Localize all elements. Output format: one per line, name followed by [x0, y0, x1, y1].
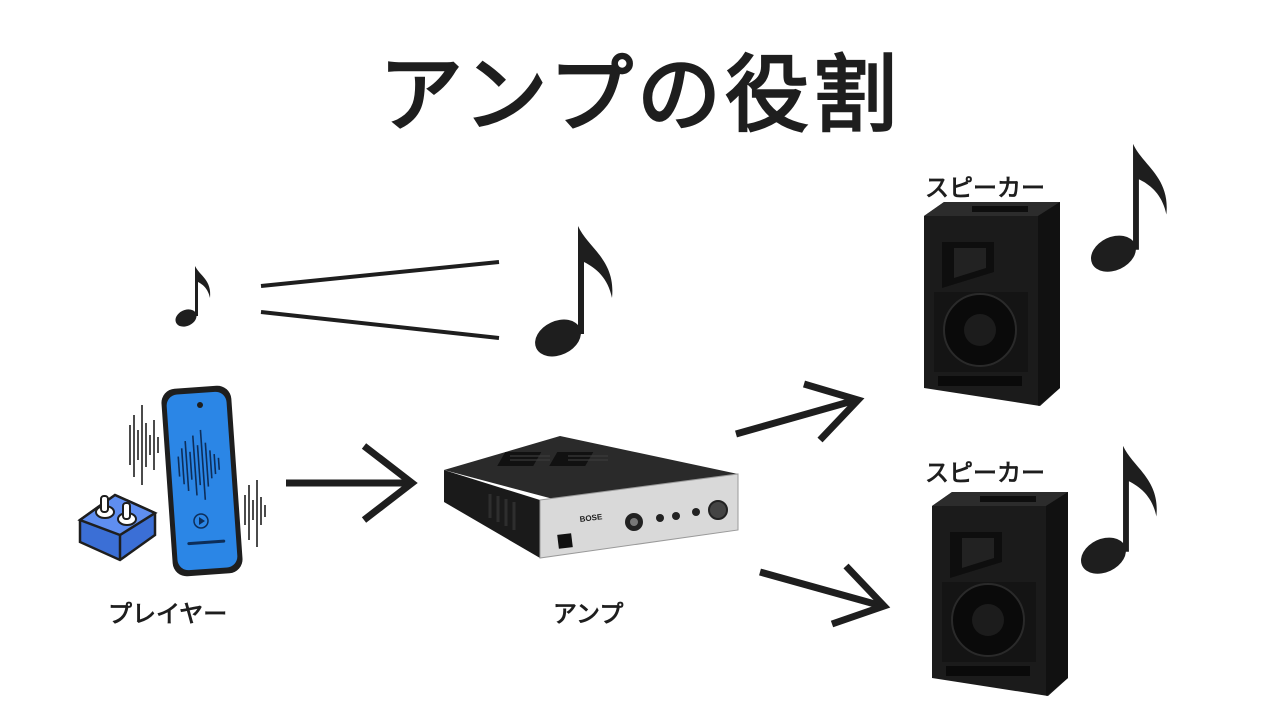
arrow-player-to-amp-icon [286, 443, 418, 523]
amp-label: アンプ [553, 600, 624, 628]
arrow-amp-to-speaker-top-icon [735, 380, 865, 443]
large-music-note-icon [535, 226, 613, 357]
speaker-top-label: スピーカー [925, 174, 1045, 202]
speaker-bottom-music-note-icon [1081, 445, 1157, 574]
player-illustration [77, 385, 266, 577]
speaker-bottom-label: スピーカー [925, 459, 1045, 487]
sound-wave-left-icon [129, 405, 159, 485]
page-title: アンプの役割 [378, 46, 902, 144]
phone-icon [161, 385, 243, 577]
sound-wave-right-icon [244, 480, 266, 547]
speaker-top-music-note-icon [1091, 143, 1167, 272]
speaker-bottom-icon [932, 492, 1068, 696]
amplification-lines [260, 260, 500, 340]
player-label: プレイヤー [108, 600, 228, 628]
small-music-note-icon [175, 266, 211, 327]
arrow-amp-to-speaker-bottom-icon [759, 563, 891, 628]
speaker-top-icon [924, 202, 1060, 406]
amp-brand-label: BOSE [579, 512, 603, 524]
earbuds-icon [77, 493, 158, 562]
amplifier-icon: BOSE [444, 436, 739, 559]
